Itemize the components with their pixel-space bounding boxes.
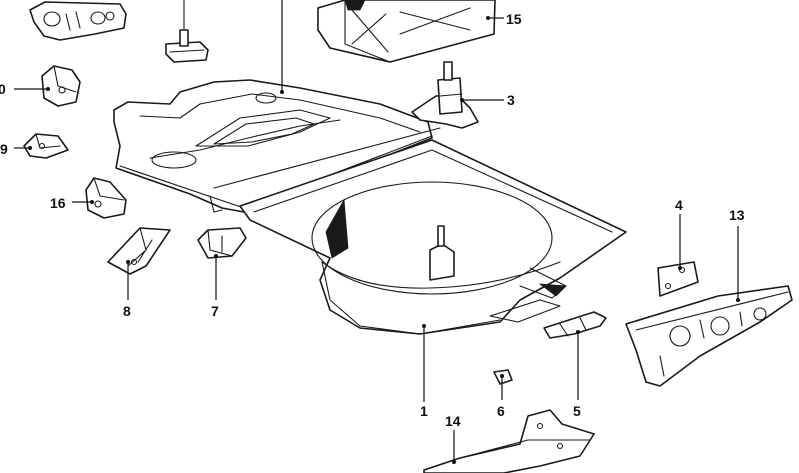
- callout-8: 8: [123, 303, 131, 319]
- part-bracket-5: [543, 311, 607, 339]
- callout-14: 14: [445, 413, 461, 429]
- part-bracket-7: [197, 227, 247, 259]
- callout-5: 5: [573, 403, 581, 419]
- callout-13: 13: [729, 207, 745, 223]
- callout-9: 9: [0, 141, 8, 157]
- part-bracket-0: [41, 65, 81, 107]
- callout-7: 7: [211, 303, 219, 319]
- callout-3: 3: [507, 92, 515, 108]
- callout-15: 15: [506, 11, 522, 27]
- callout-6: 6: [497, 403, 505, 419]
- part-bracket-8: [107, 227, 171, 275]
- callout-4: 4: [675, 197, 683, 213]
- part-spare-wheel-well: [239, 139, 627, 335]
- part-side-member-13: [625, 285, 793, 387]
- callout-16: 16: [50, 195, 66, 211]
- part-mount-3: [411, 61, 479, 129]
- callout-1: 1: [420, 403, 428, 419]
- leader-lines: [14, 0, 740, 464]
- part-plate-4: [657, 261, 699, 297]
- part-support-14: [423, 409, 595, 473]
- callout-0: 0: [0, 81, 6, 97]
- part-mount-top: [165, 0, 209, 63]
- part-storage-box: [317, 0, 496, 63]
- part-bracket-top-left: [29, 1, 127, 41]
- callout-labels: 0 9 16 8 7 15 3 4 13 1 6 5 14: [0, 11, 745, 429]
- part-bracket-16: [85, 177, 127, 219]
- part-bracket-9: [23, 133, 69, 159]
